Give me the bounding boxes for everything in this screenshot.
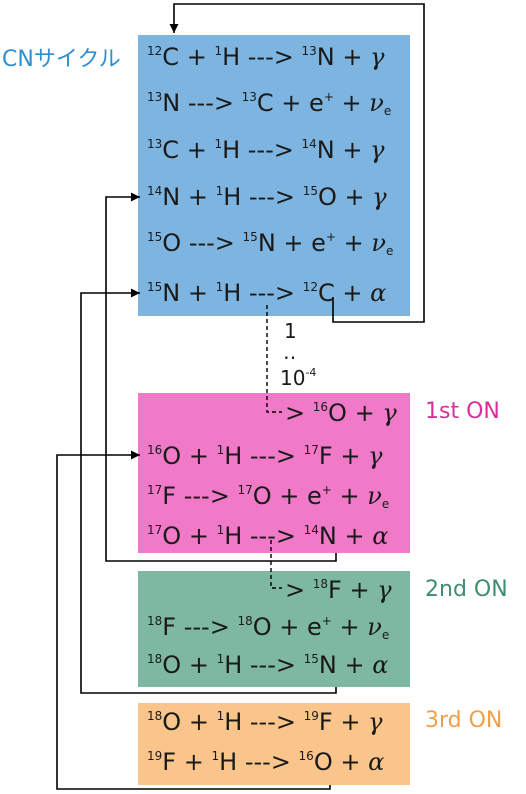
on2-reaction-1: 18F ---> 18O + e+ + νe xyxy=(147,613,390,642)
branch-ratio-dots: ‥ xyxy=(283,340,297,364)
on3-to-on1-16o-link xyxy=(56,450,331,790)
third-on-label: 3rd ON xyxy=(425,708,503,733)
on1-reaction-2: 17F ---> 17O + e+ + νe xyxy=(147,482,390,511)
cn-reaction-5: 15O ---> 15N + e+ + νe xyxy=(147,229,394,258)
cn-reaction-6: 15N + 1H ---> 12C + α xyxy=(147,279,387,307)
on1-branch-product: > 16O + γ xyxy=(285,399,397,427)
on2-branch-product: > 18F + γ xyxy=(285,576,392,604)
branch-ratio-bottom: 10-4 xyxy=(280,366,317,390)
cn-reaction-2: 13N ---> 13C + e+ + νe xyxy=(147,89,392,118)
on1-to-on2-branch-link xyxy=(270,540,282,589)
second-on-label: 2nd ON xyxy=(425,577,508,602)
first-on-cycle-box xyxy=(138,393,410,553)
cn-reaction-4: 14N + 1H ---> 15O + γ xyxy=(147,183,387,211)
cn-to-on1-branch-link xyxy=(266,305,282,413)
cn-loop-link xyxy=(169,3,425,323)
cn-cycle-box xyxy=(138,35,410,316)
third-on-cycle-box xyxy=(138,703,410,785)
branch-ratio-top: 1 xyxy=(284,319,297,343)
on1-reaction-3: 17O + 1H ---> 14N + α xyxy=(147,522,389,550)
on1-reaction-1: 16O + 1H ---> 17F + γ xyxy=(147,442,383,470)
cn-reaction-1: 12C + 1H ---> 13N + γ xyxy=(147,43,385,71)
on2-to-cn-15n-link xyxy=(80,288,337,694)
cn-reaction-3: 13C + 1H ---> 14N + γ xyxy=(147,136,385,164)
cn-cycle-label: CNサイクル xyxy=(2,47,121,72)
on3-reaction-1: 18O + 1H ---> 19F + γ xyxy=(147,708,383,736)
on2-reaction-2: 18O + 1H ---> 15N + α xyxy=(147,651,389,679)
on3-reaction-2: 19F + 1H ---> 16O + α xyxy=(147,748,385,776)
second-on-cycle-box xyxy=(138,571,410,687)
first-on-label: 1st ON xyxy=(425,399,500,424)
on1-to-cn-14n-link xyxy=(105,192,337,562)
